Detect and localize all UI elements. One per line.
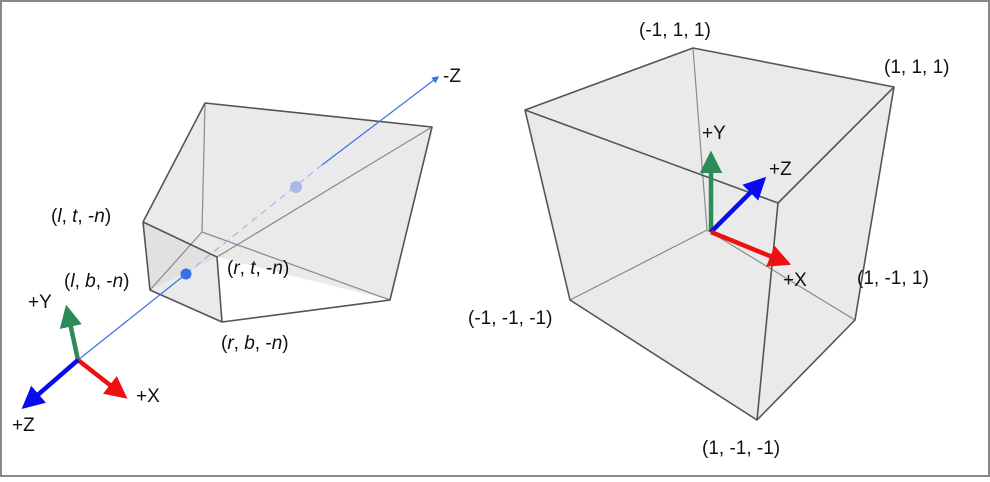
frustum-near-right-edge xyxy=(216,256,223,323)
cube-silhouette xyxy=(525,48,894,420)
cube-hidden-edge xyxy=(706,229,856,321)
ndc-x-axis-label: +X xyxy=(783,270,807,291)
corner-label-variable: r xyxy=(233,258,240,279)
corner-label-variable: n xyxy=(113,271,124,292)
corner-label-variable: l xyxy=(70,271,75,292)
frustum-hidden-edge xyxy=(201,102,206,233)
corner-label-punctuation: ( xyxy=(51,206,58,227)
ndc-cube-diagram: +Y +Z +X (-1, 1, 1) (1, 1, 1) (1, -1, 1)… xyxy=(468,20,949,459)
camera-x-axis-arrow xyxy=(76,358,128,399)
camera-x-axis-label: +X xyxy=(136,386,160,407)
ndc-y-axis-label: +Y xyxy=(702,123,726,144)
corner-label-punctuation: , - xyxy=(77,206,94,227)
corner-label-variable: n xyxy=(272,333,283,354)
corner-label-1-1-1: (1, 1, 1) xyxy=(884,57,949,78)
corner-label-punctuation: ) xyxy=(105,206,111,227)
corner-label-l-t-n: (l, t, -n) xyxy=(51,206,111,227)
corner-label-punctuation: ) xyxy=(282,333,288,354)
corner-label-variable: t xyxy=(250,258,256,279)
corner-label-1-neg1-1: (1, -1, 1) xyxy=(857,268,929,289)
frustum-hidden-edge xyxy=(149,231,203,291)
corner-label-punctuation: , xyxy=(62,206,73,227)
frustum-hidden-edge xyxy=(201,231,391,301)
corner-label-1-neg1-neg1: (1, -1, -1) xyxy=(702,438,780,459)
camera-z-axis-arrow xyxy=(21,358,80,409)
near-plane-center-point xyxy=(180,268,192,280)
view-ray-arrow xyxy=(321,76,440,166)
corner-label-punctuation: , xyxy=(240,258,251,279)
corner-label-punctuation: , - xyxy=(96,271,113,292)
ndc-z-axis-label: +Z xyxy=(769,159,792,180)
neg-z-axis-label: -Z xyxy=(443,66,461,87)
corner-label-punctuation: , - xyxy=(256,258,273,279)
camera-z-axis-label: +Z xyxy=(12,415,35,436)
cube-hidden-edge xyxy=(692,47,708,231)
ndc-x-axis-arrow xyxy=(710,229,792,267)
corner-label-l-b-n: (l, b, -n) xyxy=(64,271,130,292)
corner-label-variable: b xyxy=(244,333,255,354)
corner-label-neg1-neg1-neg1: (-1, -1, -1) xyxy=(468,308,552,329)
corner-label-r-b-n: (r, b, -n) xyxy=(221,333,289,354)
frustum-near-top-edge xyxy=(142,221,218,258)
corner-label-variable: n xyxy=(272,258,283,279)
corner-label-variable: n xyxy=(94,206,105,227)
camera-y-axis-label: +Y xyxy=(28,292,52,313)
corner-label-variable: b xyxy=(85,271,96,292)
corner-label-punctuation: ( xyxy=(221,333,228,354)
frustum-outline xyxy=(142,102,433,323)
corner-label-punctuation: ( xyxy=(64,271,71,292)
cube-hidden-edge xyxy=(569,229,708,301)
view-ray-front xyxy=(77,273,187,361)
corner-label-punctuation: ) xyxy=(123,271,129,292)
corner-label-r-t-n: (r, t, -n) xyxy=(227,258,289,279)
frustum-diagram: -Z (l, t, -n) (l, b, -n) (r, t, -n) (r, … xyxy=(12,66,461,436)
corner-label-punctuation: , - xyxy=(255,333,272,354)
corner-label-punctuation: ( xyxy=(227,258,234,279)
corner-label-punctuation: , xyxy=(75,271,86,292)
corner-label-variable: t xyxy=(72,206,78,227)
corner-label-variable: l xyxy=(57,206,62,227)
camera-y-axis-arrow xyxy=(59,304,82,361)
cube-outline xyxy=(524,47,895,421)
corner-label-punctuation: , xyxy=(234,333,245,354)
cube-front-top-edge xyxy=(777,86,895,204)
cube-front-vertical-edge xyxy=(756,202,779,421)
frustum-diagonal-edge xyxy=(216,126,433,258)
cube-front-top-edge xyxy=(524,109,779,204)
corner-label-variable: r xyxy=(227,333,234,354)
ndc-z-axis-arrow xyxy=(709,176,767,234)
corner-label-punctuation: ) xyxy=(283,258,289,279)
far-plane-center-point xyxy=(290,181,302,193)
corner-label-neg1-1-1: (-1, 1, 1) xyxy=(639,20,711,41)
